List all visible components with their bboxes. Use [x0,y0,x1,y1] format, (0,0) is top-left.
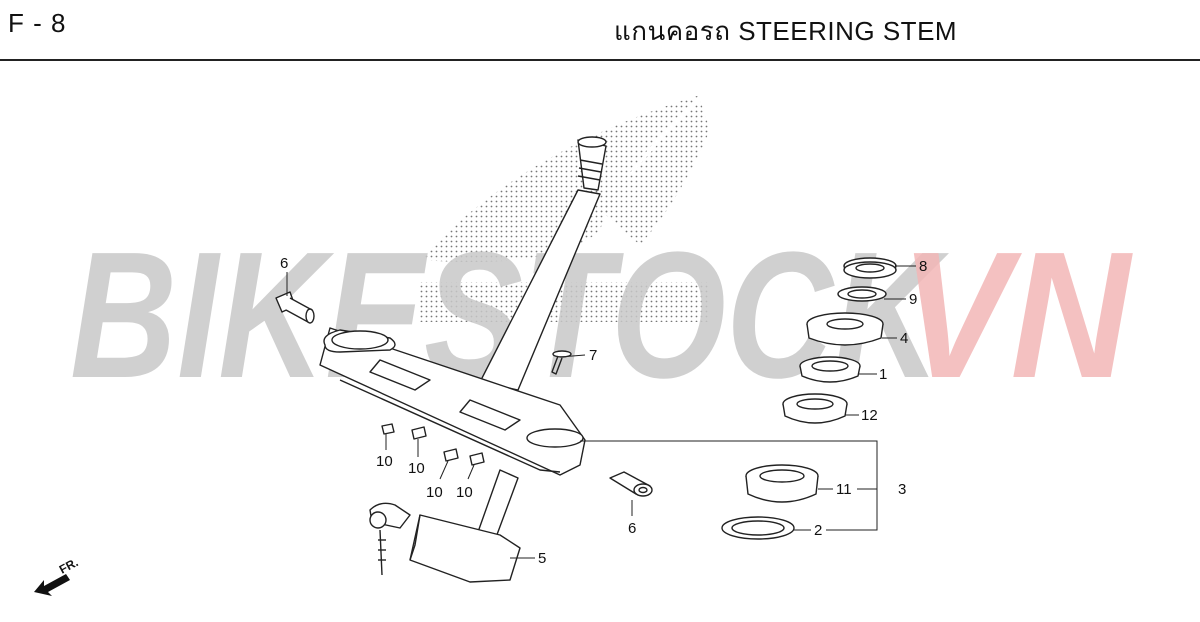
bolt-6-upper [275,291,315,324]
callout-6-upper: 6 [280,255,288,272]
adjusting-nut-4 [806,312,884,346]
lower-stem-shaft [477,469,519,541]
page-title: แกนคอรถ STEERING STEM [614,16,958,46]
lock-washer-9 [837,286,887,302]
steering-lock [369,502,521,583]
callout-5: 5 [538,550,546,567]
direction-label: FR. [57,555,81,576]
watermark-right: VN [900,215,1134,416]
screw-7 [551,350,572,375]
callout-1: 1 [879,366,887,383]
bearing-12 [782,393,848,424]
callout-8: 8 [919,258,927,275]
callout-9: 9 [909,291,917,308]
leader-lines [286,265,916,559]
wing-logo-watermark [420,95,710,322]
bolt-6-lower [609,471,653,497]
steering-stem-tube [479,136,607,391]
header: F - 8 แกนคอรถ STEERING STEM [0,0,1200,61]
callout-11: 11 [836,481,852,498]
parts-diagram: BIKESTOCK VN [34,95,1134,596]
callout-12: 12 [861,407,878,424]
lock-nut-8 [843,257,897,279]
dust-seal-2 [721,516,795,540]
front-direction-arrow: FR. [34,555,80,596]
bottom-bridge [319,327,586,476]
callout-10-d: 10 [456,484,473,501]
page-code: F - 8 [8,8,67,38]
callout-6-lower: 6 [628,520,636,537]
callout-10-c: 10 [426,484,443,501]
callout-10-a: 10 [376,453,393,470]
callout-2: 2 [814,522,822,539]
header-divider [0,59,1200,61]
callout-3: 3 [898,481,906,498]
callout-10-b: 10 [408,460,425,477]
bearing-race-11 [745,464,819,503]
callout-4: 4 [900,330,908,347]
callout-7: 7 [589,347,597,364]
dust-seal-1 [799,356,861,383]
screws-10 [381,423,485,466]
